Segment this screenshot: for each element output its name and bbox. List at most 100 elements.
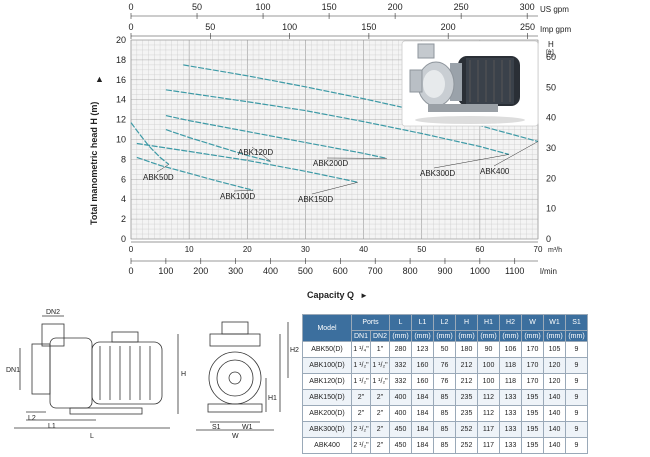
cell-h: 235 xyxy=(455,405,478,422)
cell-l1: 184 xyxy=(411,389,434,406)
y-tick-label: 10 xyxy=(116,135,126,145)
lmin-tick-label: 300 xyxy=(228,266,243,276)
label-dn1: DN1 xyxy=(6,367,20,374)
top-unit-label: Imp gpm xyxy=(540,25,571,34)
cell-s1: 9 xyxy=(565,341,588,358)
top-tick-label: 150 xyxy=(322,2,337,12)
cell-model: ABK300(D) xyxy=(302,421,352,438)
cell-h1: 112 xyxy=(477,405,500,422)
y-tick-label: 16 xyxy=(116,75,126,85)
top-tick-label: 0 xyxy=(128,2,133,12)
y-tick-label: 18 xyxy=(116,55,126,65)
lmin-tick-label: 600 xyxy=(333,266,348,276)
leader-line xyxy=(233,189,254,192)
cell-h2: 118 xyxy=(499,373,522,390)
x-tick-label: 70 xyxy=(534,245,543,254)
x-tick-label: 20 xyxy=(243,245,252,254)
lmin-tick-label: 0 xyxy=(128,266,133,276)
cell-dn2: 2" xyxy=(370,437,390,454)
x-axis-label: Capacity Q xyxy=(307,290,354,300)
x-tick-label: 40 xyxy=(359,245,368,254)
unit-cell: (mm) xyxy=(565,330,588,342)
cell-l1: 123 xyxy=(411,341,434,358)
curve-abk50d xyxy=(130,122,170,165)
y-tick-label: 4 xyxy=(121,194,126,204)
cell-dn1: 1 ¹/₄" xyxy=(351,341,371,358)
terminal-box xyxy=(111,331,139,343)
top-unit-label: US gpm xyxy=(540,5,569,14)
cell-w: 195 xyxy=(521,421,544,438)
cell-s1: 9 xyxy=(565,357,588,374)
cell-w: 170 xyxy=(521,341,544,358)
right-axis-label: H xyxy=(548,40,554,49)
header-h2: H2 xyxy=(499,314,522,331)
lmin-tick-label: 1100 xyxy=(505,266,524,276)
cell-dn1: 1 ¹/₂" xyxy=(351,357,371,374)
y-axis-arrow-icon: ▲ xyxy=(95,74,104,84)
right-tick-label: 20 xyxy=(546,173,556,183)
cell-l: 332 xyxy=(389,357,412,374)
cell-w: 195 xyxy=(521,437,544,454)
x-tick-label: 50 xyxy=(417,245,426,254)
lmin-tick-label: 900 xyxy=(437,266,452,276)
cell-dn1: 1 ¹/₂" xyxy=(351,373,371,390)
cell-h: 252 xyxy=(455,437,478,454)
cell-l2: 76 xyxy=(433,357,456,374)
cell-l2: 85 xyxy=(433,437,456,454)
x-tick-label: 10 xyxy=(185,245,194,254)
header-w: W xyxy=(521,314,544,331)
cell-h: 235 xyxy=(455,389,478,406)
cell-w: 195 xyxy=(521,389,544,406)
table-header-row: Model Ports L L1 L2 H H1 H2 W W1 S1 xyxy=(302,314,588,342)
curve-label: ABK400 xyxy=(480,167,510,176)
cell-l1: 184 xyxy=(411,421,434,438)
lmin-tick-label: 200 xyxy=(193,266,208,276)
y-tick-label: 12 xyxy=(116,115,126,125)
x-tick-label: 0 xyxy=(129,245,134,254)
y-tick-label: 6 xyxy=(121,174,126,184)
cell-h: 252 xyxy=(455,421,478,438)
cell-s1: 9 xyxy=(565,421,588,438)
cell-h2: 118 xyxy=(499,357,522,374)
cell-h1: 100 xyxy=(477,357,500,374)
pump-casing xyxy=(49,337,93,409)
header-l1: L1 xyxy=(411,314,434,331)
suction-flange xyxy=(31,343,51,395)
unit-cell: (mm) xyxy=(455,330,478,342)
cell-w1: 120 xyxy=(543,357,566,374)
header-dn1: DN1 xyxy=(351,330,371,342)
label-h1: H1 xyxy=(268,395,277,402)
base-foot xyxy=(69,407,143,415)
top-tick-label: 250 xyxy=(454,2,469,12)
header-h: H xyxy=(455,314,478,331)
cell-h1: 100 xyxy=(477,373,500,390)
right-tick-label: 50 xyxy=(546,82,556,92)
right-tick-label: 10 xyxy=(546,204,556,214)
pump-photo xyxy=(401,40,539,127)
unit-cell: (mm) xyxy=(477,330,500,342)
x-tick-label: 30 xyxy=(301,245,310,254)
y-tick-label: 14 xyxy=(116,95,126,105)
cell-model: ABK150(D) xyxy=(302,389,352,406)
cell-l: 450 xyxy=(389,421,412,438)
cell-l1: 160 xyxy=(411,357,434,374)
cell-w1: 140 xyxy=(543,389,566,406)
cell-h1: 117 xyxy=(477,421,500,438)
label-l: L xyxy=(90,433,94,440)
cell-h1: 90 xyxy=(477,341,500,358)
curve-abk120d xyxy=(165,129,271,162)
x-tick-label: 60 xyxy=(475,245,484,254)
cell-w1: 105 xyxy=(543,341,566,358)
label-h: H xyxy=(181,371,186,378)
top-tick-label: 50 xyxy=(192,2,202,12)
header-s1: S1 xyxy=(565,314,588,331)
right-tick-label: 40 xyxy=(546,113,556,123)
y-axis-label: Total manometric head H (m) xyxy=(89,102,99,225)
curve-abk300d xyxy=(165,89,510,155)
label-l2: L2 xyxy=(28,415,36,422)
unit-cell: (mm) xyxy=(411,330,434,342)
